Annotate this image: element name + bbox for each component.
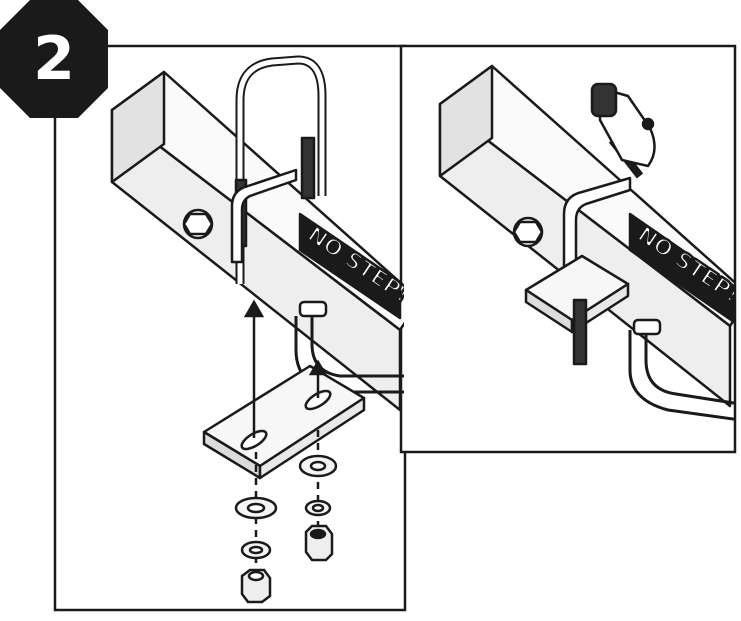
arrow-up-left bbox=[243, 299, 265, 438]
receiver-tube-right: NO STEP! bbox=[438, 64, 734, 421]
hardware-stack-right bbox=[298, 454, 338, 562]
mounting-plate bbox=[202, 364, 366, 480]
arrow-up-right bbox=[308, 359, 328, 398]
hardware-stack-left bbox=[234, 496, 278, 604]
step-badge bbox=[0, 0, 108, 118]
